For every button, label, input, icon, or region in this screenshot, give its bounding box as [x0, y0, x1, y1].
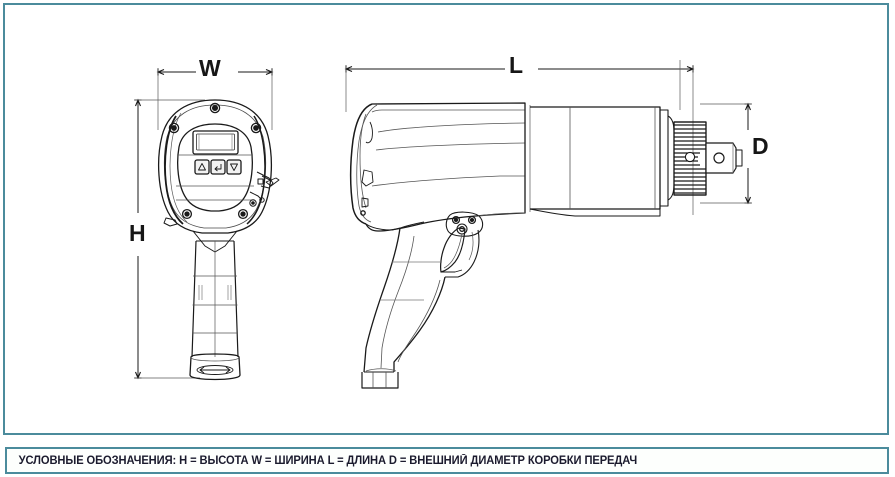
dimension-lines — [134, 60, 752, 380]
handle-grip-texture — [198, 285, 232, 300]
front-screw-upper-right — [250, 122, 262, 134]
motor-housing-top-curve — [371, 109, 383, 113]
gearbox-housing — [530, 106, 675, 210]
legend-text: УСЛОВНЫЕ ОБОЗНАЧЕНИЯ: H = ВЫСОТА W = ШИР… — [18, 454, 638, 467]
front-top-screw — [209, 102, 221, 114]
gearbox-lower-skirt — [529, 208, 661, 217]
front-screw-upper-left — [168, 122, 180, 134]
front-display-bezel — [177, 123, 253, 212]
trigger-guard — [445, 229, 480, 278]
motor-housing-contour-1 — [377, 122, 526, 133]
housing-underside-crease — [477, 212, 526, 217]
dimension-label-width: W — [199, 55, 221, 81]
drive-tip — [736, 149, 743, 167]
grip-inner-contour-2 — [397, 279, 441, 363]
side-view — [350, 102, 743, 389]
square-drive — [705, 142, 737, 174]
knurled-anvil-ring — [673, 121, 707, 196]
dimension-D — [679, 60, 752, 205]
trigger[interactable] — [440, 227, 466, 273]
front-side-lever — [249, 171, 280, 207]
legend-bar: УСЛОВНЫЕ ОБОЗНАЧЕНИЯ: H = ВЫСОТА W = ШИР… — [5, 447, 889, 474]
dimension-L — [344, 65, 695, 215]
trigger-guard-inner — [468, 231, 474, 261]
motor-housing-contour-3 — [371, 175, 525, 187]
front-handle-body — [191, 240, 239, 358]
dimension-H — [134, 98, 205, 380]
keypad — [194, 159, 242, 175]
exhaust-deflector — [350, 103, 378, 225]
dimension-label-height: H — [129, 220, 146, 246]
front-screw-lower-right — [237, 208, 249, 220]
grip-base — [361, 368, 399, 389]
front-left-port — [163, 217, 178, 227]
front-view — [158, 99, 280, 381]
dimension-label-diameter: D — [752, 133, 769, 159]
grip-rear-edge — [363, 227, 401, 373]
rear-lower-bevel — [365, 223, 401, 231]
motor-housing-contour-2 — [375, 142, 526, 151]
down-button[interactable] — [226, 159, 242, 175]
dimension-label-length: L — [509, 52, 524, 78]
front-air-inlet — [189, 353, 241, 381]
grip-front-edge — [393, 276, 446, 372]
housing-grip-transition — [399, 221, 425, 229]
lcd-screen — [192, 130, 239, 155]
front-inner-shell — [163, 104, 267, 229]
dimension-W — [156, 68, 274, 130]
up-button[interactable] — [194, 159, 210, 175]
motor-housing — [365, 102, 526, 232]
front-screw-lower-left — [181, 208, 193, 220]
enter-button[interactable] — [210, 159, 226, 175]
front-outer-shell — [158, 99, 272, 234]
grip-inner-contour — [380, 235, 415, 369]
